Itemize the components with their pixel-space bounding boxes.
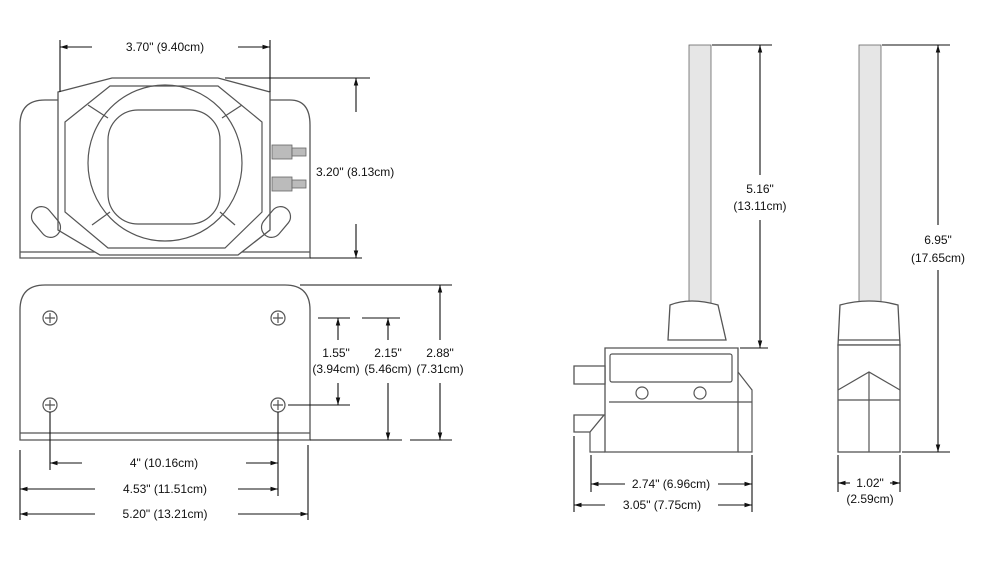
svg-text:3.05" (7.75cm): 3.05" (7.75cm) xyxy=(623,498,701,512)
dim-label: 3.70" (9.40cm) xyxy=(126,40,204,54)
svg-text:4" (10.16cm): 4" (10.16cm) xyxy=(130,456,198,470)
svg-text:5.16": 5.16" xyxy=(746,182,774,196)
svg-text:(7.31cm): (7.31cm) xyxy=(416,362,463,376)
svg-text:(17.65cm): (17.65cm) xyxy=(911,251,965,265)
dim-side-width: 2.74" (6.96cm) 3.05" (7.75cm) xyxy=(573,436,753,512)
dim-top-width: 3.70" (9.40cm) xyxy=(59,40,271,92)
side-view-switch xyxy=(573,44,753,453)
svg-text:1.55": 1.55" xyxy=(322,346,350,360)
svg-text:(5.46cm): (5.46cm) xyxy=(364,362,411,376)
svg-text:1.02": 1.02" xyxy=(856,476,884,490)
dim-total-height: 6.95" (17.65cm) xyxy=(882,44,965,453)
terminal-bolt xyxy=(271,176,307,192)
dim-hole-vertical-spacing: 1.55" (3.94cm) xyxy=(288,317,360,406)
dim-label: 3.20" (8.13cm) xyxy=(316,165,394,179)
svg-text:(3.94cm): (3.94cm) xyxy=(312,362,359,376)
dim-end-width: 1.02" (2.59cm) xyxy=(837,455,901,506)
dim-horizontal: 4" (10.16cm) 4.53" (11.51cm) 5.20" (13.2… xyxy=(19,412,309,521)
top-view-alarm xyxy=(19,77,311,259)
svg-text:5.20" (13.21cm): 5.20" (13.21cm) xyxy=(123,507,208,521)
bottom-view-plate xyxy=(19,284,311,441)
dim-rod-length: 5.16" (13.11cm) xyxy=(712,44,787,349)
svg-text:2.15": 2.15" xyxy=(374,346,402,360)
terminal-bolt xyxy=(271,144,307,160)
svg-text:(13.11cm): (13.11cm) xyxy=(733,199,786,213)
svg-text:2.88": 2.88" xyxy=(426,346,454,360)
dim-top-height: 3.20" (8.13cm) xyxy=(225,77,394,259)
end-view-switch xyxy=(837,44,901,453)
svg-text:(2.59cm): (2.59cm) xyxy=(846,492,893,506)
dim-hole-to-base: 2.15" (5.46cm) xyxy=(310,317,412,441)
svg-text:6.95": 6.95" xyxy=(924,233,952,247)
dim-plate-height: 2.88" (7.31cm) xyxy=(300,284,464,441)
svg-text:4.53" (11.51cm): 4.53" (11.51cm) xyxy=(123,482,207,496)
svg-text:2.74" (6.96cm): 2.74" (6.96cm) xyxy=(632,477,710,491)
